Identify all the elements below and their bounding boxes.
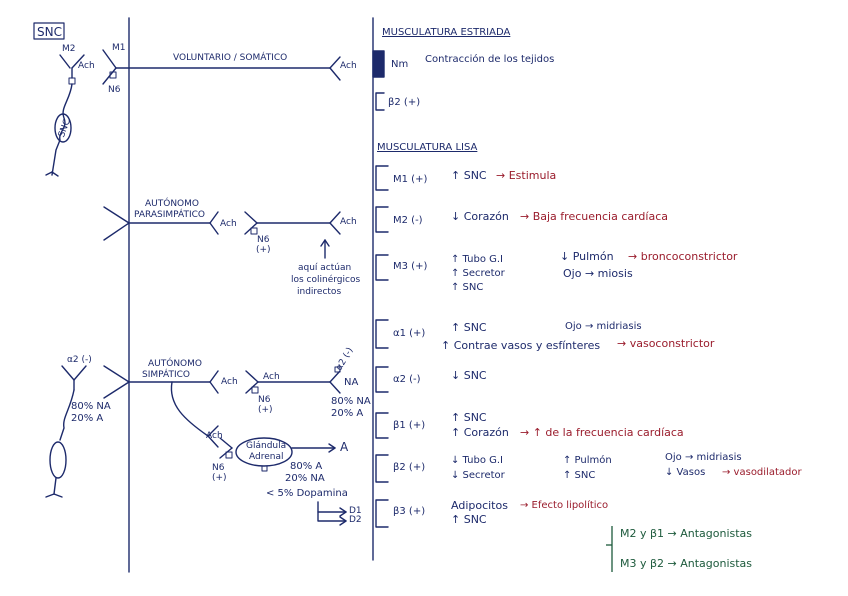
- pct-na-left: 80% NA: [71, 401, 111, 412]
- antagonistas-1: M2 y β1 → Antagonistas: [620, 527, 753, 540]
- arrow-a-label: A: [340, 440, 349, 454]
- adrenal-pct-a: 80% A: [290, 461, 323, 472]
- a1-receptor-label: α1 (+): [393, 328, 426, 339]
- b2-vasos: ↓ Vasos: [665, 467, 706, 478]
- m2-receptor-label: M2 (-): [393, 215, 423, 226]
- dopamina-label: < 5% Dopamina: [266, 488, 348, 499]
- ach-top-label: Ach: [78, 61, 95, 71]
- n6-para-label: N6: [257, 235, 270, 245]
- autonomo-para-label: AUTÓNOMO: [145, 199, 199, 209]
- alpha2-left-label: α2 (-): [67, 355, 92, 365]
- nm-label: Nm: [391, 59, 409, 70]
- b2-red-effect: → vasodilatador: [722, 467, 802, 478]
- m3-effect-2: ↑ Secretor: [451, 268, 505, 279]
- glandula-label: Glándula: [246, 441, 287, 451]
- b3-receptor-label: β3 (+): [393, 506, 426, 517]
- n6-adrenal-label: N6: [212, 463, 225, 473]
- d1-label: D1: [349, 506, 362, 516]
- nm-receptor-bar: [372, 50, 385, 78]
- m1-red-effect: → Estimula: [496, 169, 557, 182]
- b3-effect-1: Adipocitos: [451, 499, 508, 512]
- ach-para-1-label: Ach: [220, 219, 237, 229]
- m2-top-label: M2: [62, 44, 76, 54]
- colinergicos-line-2: los colinérgicos: [291, 275, 361, 285]
- colinergicos-line-3: indirectos: [297, 287, 342, 297]
- b1-red-effect: → ↑ de la frecuencia cardíaca: [520, 426, 684, 439]
- ach-adrenal-label: Ach: [206, 431, 223, 441]
- a1-red-effect: → vasoconstrictor: [617, 337, 715, 350]
- a1-effect-1: ↑ SNC: [451, 321, 487, 334]
- m1-top-label: M1: [112, 43, 126, 53]
- n6-simp-sign: (+): [258, 405, 273, 415]
- musc-lisa-heading: MUSCULATURA LISA: [377, 142, 478, 153]
- b2-effect-1: ↓ Tubo G.I: [451, 455, 504, 466]
- contraccion-text: Contracción de los tejidos: [425, 54, 555, 65]
- m2-effect: ↓ Corazón: [451, 210, 509, 223]
- pct-na-simp: 80% NA: [331, 396, 371, 407]
- a2-effect: ↓ SNC: [451, 369, 487, 382]
- b2-pulmon: ↑ Pulmón: [563, 455, 612, 466]
- na-simp-label: NA: [344, 377, 359, 388]
- b1-receptor-label: β1 (+): [393, 420, 426, 431]
- adrenal-pct-na: 20% NA: [285, 473, 325, 484]
- snc-neuron-body: [54, 113, 72, 143]
- a1-effect-2: ↑ Contrae vasos y esfínteres: [441, 339, 601, 352]
- n6-top-label: N6: [108, 85, 121, 95]
- m2-red-effect: → Baja frecuencia cardíaca: [520, 210, 669, 223]
- ach-simp-2-label: Ach: [263, 372, 280, 382]
- b1-effect-2: ↑ Corazón: [451, 426, 509, 439]
- musc-estriada-heading: MUSCULATURA ESTRIADA: [382, 27, 511, 38]
- m3-ojo: Ojo → miosis: [563, 267, 633, 280]
- m3-red-effect: → broncoconstrictor: [628, 250, 738, 263]
- pct-a-left: 20% A: [71, 413, 104, 424]
- n6-simp-label: N6: [258, 395, 271, 405]
- m3-pulmon: ↓ Pulmón: [560, 250, 614, 263]
- b2-receptor-label: β2 (+): [393, 462, 426, 473]
- b3-effect-2: ↑ SNC: [451, 513, 487, 526]
- b2-ojo: Ojo → midriasis: [665, 452, 742, 463]
- sympathetic-neuron-body: [49, 441, 67, 479]
- simpatico-label: SIMPÁTICO: [142, 370, 190, 380]
- adrenal-label: Adrenal: [249, 452, 284, 462]
- a1-ojo: Ojo → midriasis: [565, 321, 642, 332]
- n6-adrenal-sign: (+): [212, 473, 227, 483]
- colinergicos-line-1: aquí actúan: [298, 263, 352, 273]
- m1-receptor-label: M1 (+): [393, 174, 428, 185]
- title-snc: SNC: [37, 25, 62, 39]
- m1-effect: ↑ SNC: [451, 169, 487, 182]
- ach-vol-label: Ach: [340, 61, 357, 71]
- ach-para-2-label: Ach: [340, 217, 357, 227]
- a2-receptor-label: α2 (-): [393, 374, 421, 385]
- parasimpatico-label: PARASIMPÁTICO: [134, 210, 206, 220]
- m3-effect-3: ↑ SNC: [451, 282, 484, 293]
- voluntario-label: VOLUNTARIO / SOMÁTICO: [173, 53, 288, 63]
- ach-simp-1-label: Ach: [221, 377, 238, 387]
- beta2-estriada-label: β2 (+): [388, 97, 421, 108]
- title-box: [33, 22, 65, 40]
- d2-label: D2: [349, 515, 362, 525]
- antagonistas-2: M3 y β2 → Antagonistas: [620, 557, 753, 570]
- m3-receptor-label: M3 (+): [393, 261, 428, 272]
- b1-effect-1: ↑ SNC: [451, 411, 487, 424]
- b2-snc: ↑ SNC: [563, 470, 596, 481]
- pct-a-simp: 20% A: [331, 408, 364, 419]
- n6-para-sign: (+): [256, 245, 271, 255]
- autonomo-simp-label: AUTÓNOMO: [148, 359, 202, 369]
- m3-effect-1: ↑ Tubo G.I: [451, 254, 504, 265]
- b3-red-effect: → Efecto lipolítico: [520, 500, 609, 511]
- b2-effect-2: ↓ Secretor: [451, 470, 505, 481]
